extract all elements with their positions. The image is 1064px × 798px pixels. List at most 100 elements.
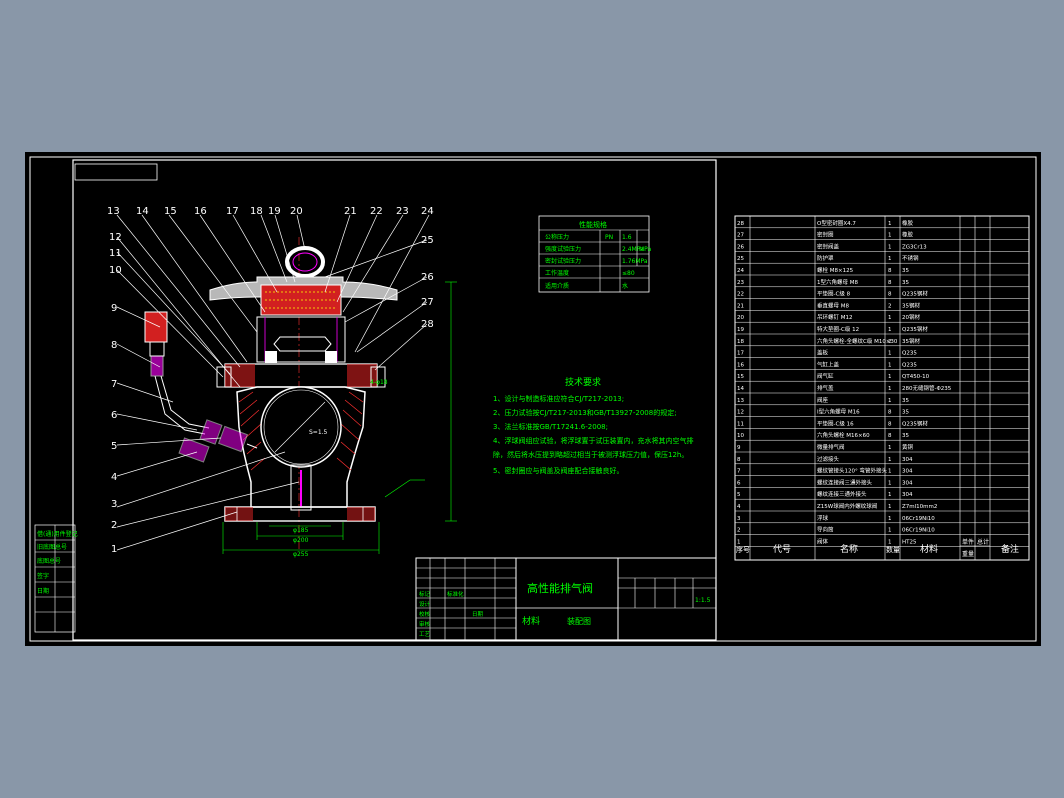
parts-cell-name: 导向筒 — [817, 526, 834, 534]
parts-cell-qty: 1 — [888, 516, 892, 522]
parts-cell-name: Z15W球阀内外螺纹球阀 — [817, 502, 877, 510]
balloon-number: 27 — [421, 297, 434, 308]
parts-cell-name: 六角头螺栓-全螺纹C级 M10×30 — [817, 337, 898, 345]
parts-cell-name: 阀座 — [817, 396, 829, 404]
cad-drawing: 借(通)用件登记 旧底图总号 底图总号 签字 日期 — [29, 156, 1037, 642]
parts-cell-material: 06Cr19Ni10 — [902, 516, 935, 522]
parts-cell-material: 304 — [902, 492, 913, 498]
tech-req-item: 2、压力试验按CJ/T217-2013和GB/T13927-2008的规定; — [493, 408, 677, 417]
balloon-number: 19 — [268, 206, 281, 217]
perf-val: 水 — [622, 282, 628, 290]
valve-section-drawing: S=1.5 — [144, 237, 457, 558]
parts-cell-name: 1型六角螺母 M8 — [817, 278, 858, 286]
parts-cell-qty: 8 — [888, 410, 892, 416]
parts-cell-qty: 1 — [888, 351, 892, 357]
perf-label: 工作温度 — [545, 269, 569, 277]
parts-header: 重量 — [962, 550, 974, 558]
parts-cell-qty: 2 — [888, 303, 892, 309]
tech-requirements: 技术要求 1、设计与制造标准应符合CJ/T217-2013; 2、压力试验按CJ… — [493, 376, 693, 475]
parts-cell-qty: 1 — [888, 386, 892, 392]
parts-cell-no: 2 — [737, 528, 741, 534]
parts-cell-name: 气缸上盖 — [817, 360, 840, 368]
side-strip-text: 旧底图总号 — [37, 543, 67, 551]
parts-cell-material: 35钢材 — [902, 337, 920, 345]
parts-header: 数量 — [886, 545, 900, 554]
parts-cell-name: 平垫圈-C级 8 — [817, 290, 851, 298]
balloon-number: 2 — [111, 520, 117, 531]
parts-header: 总计 — [977, 538, 989, 546]
title-left-small: 标准化 — [447, 590, 464, 598]
balloon-number: 21 — [344, 206, 357, 217]
parts-cell-name: 阀体 — [817, 537, 829, 545]
parts-cell-qty: 8 — [888, 433, 892, 439]
balloon-number: 17 — [226, 206, 239, 217]
tech-req-item: 5、密封圈应与阀盖及阀座配合接触良好。 — [493, 466, 623, 475]
parts-cell-qty: 1 — [888, 398, 892, 404]
parts-cell-qty: 1 — [888, 327, 892, 333]
balloon-number: 3 — [111, 499, 117, 510]
right-balloons: 25 26 27 28 — [421, 235, 434, 330]
parts-cell-name: 浮球 — [817, 514, 829, 522]
parts-cell-name: 密封圈 — [817, 231, 834, 239]
parts-cell-material: 20钢材 — [902, 313, 920, 321]
balloon-number: 10 — [109, 265, 122, 276]
parts-cell-qty: 1 — [888, 362, 892, 368]
parts-cell-material: 06Cr19Ni10 — [902, 528, 935, 534]
parts-header: 名称 — [840, 543, 858, 555]
parts-cell-no: 18 — [737, 339, 744, 345]
balloon-number: 16 — [194, 206, 207, 217]
parts-header: 材料 — [920, 543, 938, 555]
parts-cell-qty: 1 — [888, 492, 892, 498]
balloon-number: 18 — [250, 206, 263, 217]
parts-cell-material: HT25 — [902, 539, 917, 545]
parts-cell-qty: 1 — [888, 221, 892, 227]
perf-unit: MPa — [639, 246, 652, 253]
parts-cell-name: 平垫圈-C级 16 — [817, 419, 854, 427]
title-scale: 1:1.5 — [695, 597, 711, 604]
drawing-sheet: 借(通)用件登记 旧底图总号 底图总号 签字 日期 — [25, 152, 1041, 646]
parts-cell-material: Q235 — [902, 351, 917, 357]
svg-text:S=1.5: S=1.5 — [309, 429, 328, 436]
balloon-number: 11 — [109, 248, 122, 259]
parts-cell-no: 24 — [737, 268, 744, 274]
parts-cell-material: 橡胶 — [902, 231, 914, 239]
frame-corner-box — [74, 163, 158, 181]
parts-header: 序号 — [736, 545, 750, 554]
balloon-number: 22 — [370, 206, 383, 217]
parts-cell-material: 280无缝钢管-Φ235 — [902, 384, 952, 392]
parts-cell-material: 35 — [902, 268, 909, 274]
parts-cell-no: 11 — [737, 421, 744, 427]
title-material-label: 材料 — [522, 615, 540, 627]
dim-ref: 4-φ18 — [370, 379, 388, 386]
parts-cell-no: 16 — [737, 362, 744, 368]
left-balloons: 12 11 10 9 8 7 6 5 4 3 2 1 — [109, 232, 122, 555]
parts-cell-qty: 1 — [888, 457, 892, 463]
parts-cell-qty: 1 — [888, 256, 892, 262]
parts-cell-qty: 8 — [888, 421, 892, 427]
title-block: 高性能排气阀 材料 装配图 1:1.5 标记 设计 校核 审核 工艺 标准化 日… — [415, 557, 717, 641]
parts-cell-name: 阀气缸 — [817, 372, 834, 380]
perf-label: 密封试验压力 — [545, 257, 581, 265]
parts-cell-qty: 1 — [888, 528, 892, 534]
parts-cell-material: 304 — [902, 469, 913, 475]
parts-cell-material: 35 — [902, 280, 909, 286]
balloon-number: 28 — [421, 319, 434, 330]
parts-cell-qty: 1 — [888, 244, 892, 250]
dim-d3: φ255 — [293, 551, 309, 558]
parts-cell-material: 304 — [902, 457, 913, 463]
parts-cell-material: 35 — [902, 410, 909, 416]
tech-req-item: 4、浮球阀组应试验，将浮球置于试压装置内，充水将其内空气排 — [493, 436, 693, 445]
parts-header: 备注 — [1001, 543, 1019, 555]
leader-lines — [116, 214, 430, 551]
parts-cell-name: 排气盖 — [817, 384, 834, 392]
parts-header: 单件 — [962, 538, 974, 546]
parts-cell-material: 35 — [902, 433, 909, 439]
parts-cell-name: 吊环螺钉 M12 — [817, 313, 853, 321]
parts-cell-name: 微量排气阀 — [817, 443, 845, 451]
balloon-number: 14 — [136, 206, 149, 217]
perf-label: 强度试验压力 — [545, 245, 581, 253]
parts-header: 代号 — [773, 544, 791, 555]
parts-cell-qty: 1 — [888, 374, 892, 380]
parts-cell-no: 19 — [737, 327, 744, 333]
